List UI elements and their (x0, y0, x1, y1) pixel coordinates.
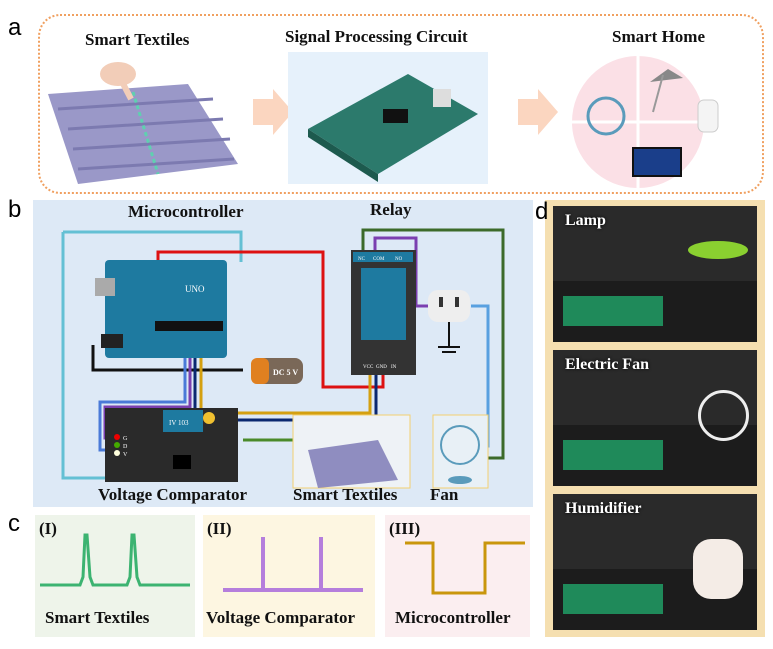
battery-label: DC 5 V (273, 368, 298, 377)
panel-label-c: c (8, 510, 20, 537)
relay-label: Relay (370, 200, 412, 219)
photo-label: Humidifier (565, 500, 642, 517)
photo-label: Electric Fan (565, 356, 649, 373)
relay-pin-label: COM (373, 257, 385, 262)
arrow-icon (253, 89, 293, 135)
photo-lamp: Lamp (553, 206, 757, 342)
microcontroller-label: Microcontroller (128, 202, 244, 221)
signal-number: (II) (207, 519, 232, 538)
arduino-uno-board: UNO (95, 260, 227, 358)
arrow-icon (518, 89, 558, 135)
signal-panel-3: (III) Microcontroller (385, 515, 530, 637)
pin-label: V (123, 452, 128, 458)
photo-humidifier: Humidifier (553, 494, 757, 630)
smart-textiles-label-b: Smart Textiles (293, 485, 398, 504)
relay-pin-label: NC (358, 257, 366, 262)
smart-home-label: Smart Home (612, 27, 706, 46)
pin-label: G (123, 436, 128, 442)
panel-a (38, 14, 764, 194)
signal-number: (I) (39, 519, 57, 538)
smart-textiles-label: Smart Textiles (85, 30, 190, 49)
fan-icon (586, 96, 626, 136)
pot-label: IV 103 (169, 419, 189, 427)
humidifier-icon (697, 99, 719, 133)
battery-icon: DC 5 V (251, 358, 303, 384)
smart-home-image (572, 56, 719, 188)
smart-textile-image (292, 414, 411, 489)
signal-trace (405, 541, 525, 595)
signal-number: (III) (389, 519, 421, 538)
photo-label: Lamp (565, 212, 606, 229)
panel-a-graphics (48, 52, 719, 188)
fan-label: Fan (430, 485, 459, 504)
signal-label: Microcontroller (395, 608, 511, 627)
signal-panel-1: (I) Smart Textiles (35, 515, 195, 637)
relay-pin-label: VCC (363, 365, 374, 370)
panel-d: Lamp Electric Fan Humidifier (545, 200, 765, 637)
signal-trace (223, 537, 363, 592)
outlet-icon (428, 290, 470, 353)
signal-label: Smart Textiles (45, 608, 150, 627)
relay-module: NC COM NO VCC GND IN (351, 250, 416, 375)
relay-pin-label: IN (391, 365, 397, 370)
circuit-label: Signal Processing Circuit (285, 27, 468, 46)
photo-electric-fan: Electric Fan (553, 350, 757, 486)
signal-label: Voltage Comparator (206, 608, 356, 627)
signal-trace (40, 533, 190, 587)
relay-pin-label: NO (395, 257, 403, 262)
panel-label-b: b (8, 196, 22, 223)
panel-label-a: a (8, 14, 22, 41)
voltage-comparator-label: Voltage Comparator (98, 485, 248, 504)
voltage-comparator-module: IV 103 G D V (105, 408, 238, 482)
tv-icon (632, 147, 682, 177)
pin-label: D (123, 444, 128, 450)
relay-pin-label: GND (376, 365, 387, 370)
panel-label-d: d (535, 198, 549, 225)
wiring-diagram: UNO DC 5 V NC COM NO VCC GND IN IV 103 G… (61, 228, 505, 489)
fan-image (432, 414, 489, 489)
circuit-board-image (288, 52, 488, 184)
textile-fabric-image (48, 62, 238, 184)
signal-panel-2: (II) Voltage Comparator (203, 515, 375, 637)
uno-label: UNO (185, 284, 205, 294)
